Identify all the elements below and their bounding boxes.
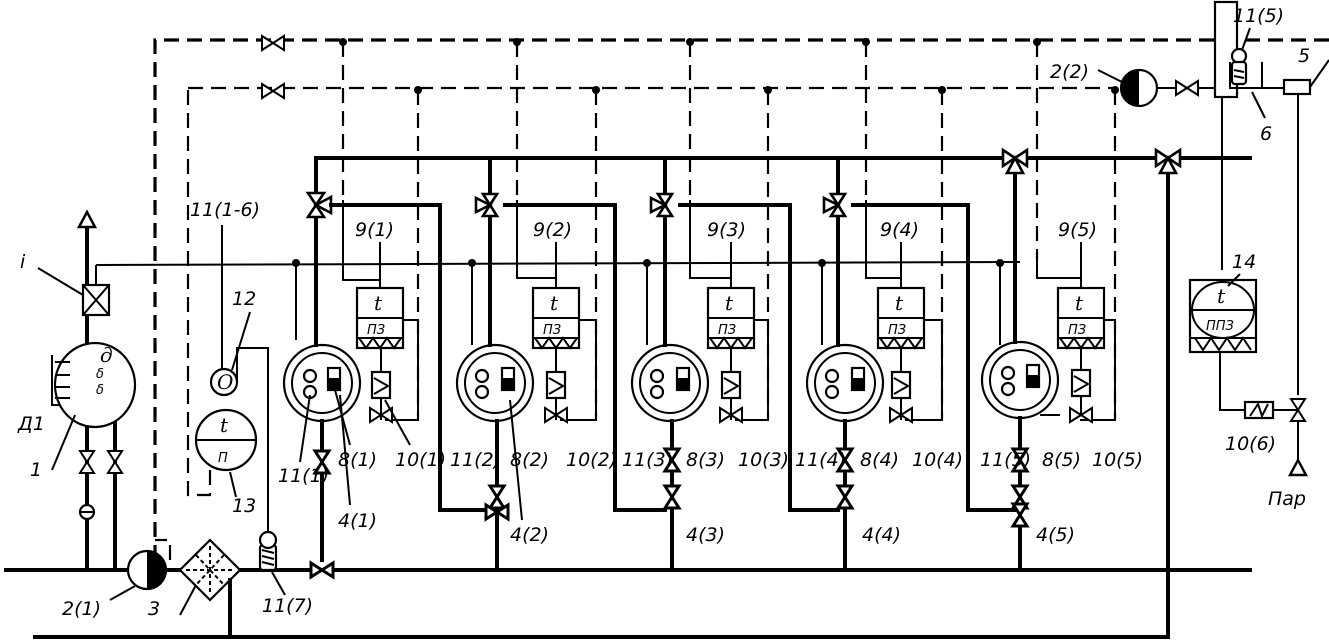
label-11-2: 11(2) [450, 449, 501, 471]
controller-14: t ППЗ 14 Пар 10(6) [1188, 251, 1308, 510]
label-10-5: 10(5) [1092, 449, 1143, 471]
label-9-2: 9(2) [533, 219, 572, 241]
symbol-t-13: t [220, 413, 229, 437]
deaerator-unit: д δ δ Д1 1 i [17, 209, 1021, 572]
label-14: 14 [1232, 251, 1256, 273]
label-13: 13 [232, 495, 256, 517]
svg-text:δ: δ [96, 367, 104, 382]
symbol-d: д [100, 343, 113, 367]
label-11-5: 11(5) [980, 449, 1031, 471]
svg-text:δ: δ [96, 383, 104, 398]
label-12: 12 [232, 288, 256, 310]
label-9-5: 9(5) [1058, 219, 1097, 241]
pump-2-1: 2(1) [62, 549, 168, 620]
svg-text:ПЗ: ПЗ [367, 323, 385, 338]
svg-text:t: t [550, 291, 559, 315]
controller-12-13: 11(1-6) 12 О t П 13 [186, 88, 269, 535]
svg-text:ПЗ: ПЗ [888, 323, 906, 338]
label-10-1: 10(1) [395, 449, 446, 471]
unit-3: t ПЗ 9(3) 11(3) 8(3) 10(3) 4(3) [622, 188, 840, 572]
label-2-2: 2(2) [1050, 61, 1089, 83]
svg-text:t: t [374, 291, 383, 315]
label-6: 6 [1260, 123, 1272, 145]
svg-text:t: t [1075, 291, 1084, 315]
label-9-3: 9(3) [707, 219, 746, 241]
label-par: Пар [1268, 488, 1306, 510]
unit-1: t ПЗ 9(1) 11(1) 8(1) 10(1) 4(1) [278, 191, 492, 579]
svg-text:ПЗ: ПЗ [1068, 323, 1086, 338]
steam-heater: 2(2) 11(5) 5 6 [1050, 0, 1329, 395]
unit-2: t ПЗ 9(2) 11(2) 8(2) 10(2) 4(2) [450, 188, 667, 572]
svg-text:t: t [725, 291, 734, 315]
symbol-ppz: ППЗ [1206, 319, 1234, 334]
label-11-1-6: 11(1-6) [190, 199, 260, 221]
label-10-6: 10(6) [1225, 433, 1276, 455]
unit-5: t ПЗ 9(5) 11(5) 8(5) 10(5) 4(5) [980, 148, 1182, 572]
svg-text:t: t [895, 291, 904, 315]
label-3: 3 [148, 598, 160, 620]
control-lines [153, 35, 1329, 560]
label-11-1: 11(1) [278, 465, 329, 487]
label-5: 5 [1298, 45, 1310, 67]
vent-arrow-icon [76, 209, 98, 229]
unit-4: t ПЗ 9(4) 11(4) 8(4) 10(4) 4(4) [795, 188, 1017, 572]
label-8-2: 8(2) [510, 449, 549, 471]
heat-exchanger-3: 3 [148, 538, 242, 639]
label-d1: Д1 [17, 413, 45, 435]
label-4-3: 4(3) [686, 524, 725, 546]
label-4-5: 4(5) [1036, 524, 1075, 546]
label-2-1: 2(1) [62, 598, 101, 620]
label-4-2: 4(2) [510, 524, 549, 546]
label-4-4: 4(4) [862, 524, 901, 546]
label-8-3: 8(3) [686, 449, 725, 471]
label-8-1: 8(1) [338, 449, 377, 471]
label-9-4: 9(4) [880, 219, 919, 241]
symbol-p: П [218, 451, 228, 466]
label-8-5: 8(5) [1042, 449, 1081, 471]
label-11-4: 11(4) [795, 449, 846, 471]
label-10-4: 10(4) [912, 449, 963, 471]
label-11-5-top: 11(5) [1233, 5, 1284, 27]
symbol-t-14: t [1217, 284, 1226, 308]
svg-text:ПЗ: ПЗ [543, 323, 561, 338]
svg-text:ПЗ: ПЗ [718, 323, 736, 338]
symbol-o: О [217, 370, 233, 394]
label-10-2: 10(2) [566, 449, 617, 471]
label-9-1: 9(1) [355, 219, 394, 241]
sensor-11-7: 11(7) [258, 520, 313, 617]
label-8-4: 8(4) [860, 449, 899, 471]
label-11-3: 11(3) [622, 449, 673, 471]
label-4-1: 4(1) [338, 510, 377, 532]
label-10-3: 10(3) [738, 449, 789, 471]
label-1: 1 [30, 459, 42, 481]
label-i: i [20, 251, 26, 273]
label-11-7: 11(7) [262, 595, 313, 617]
